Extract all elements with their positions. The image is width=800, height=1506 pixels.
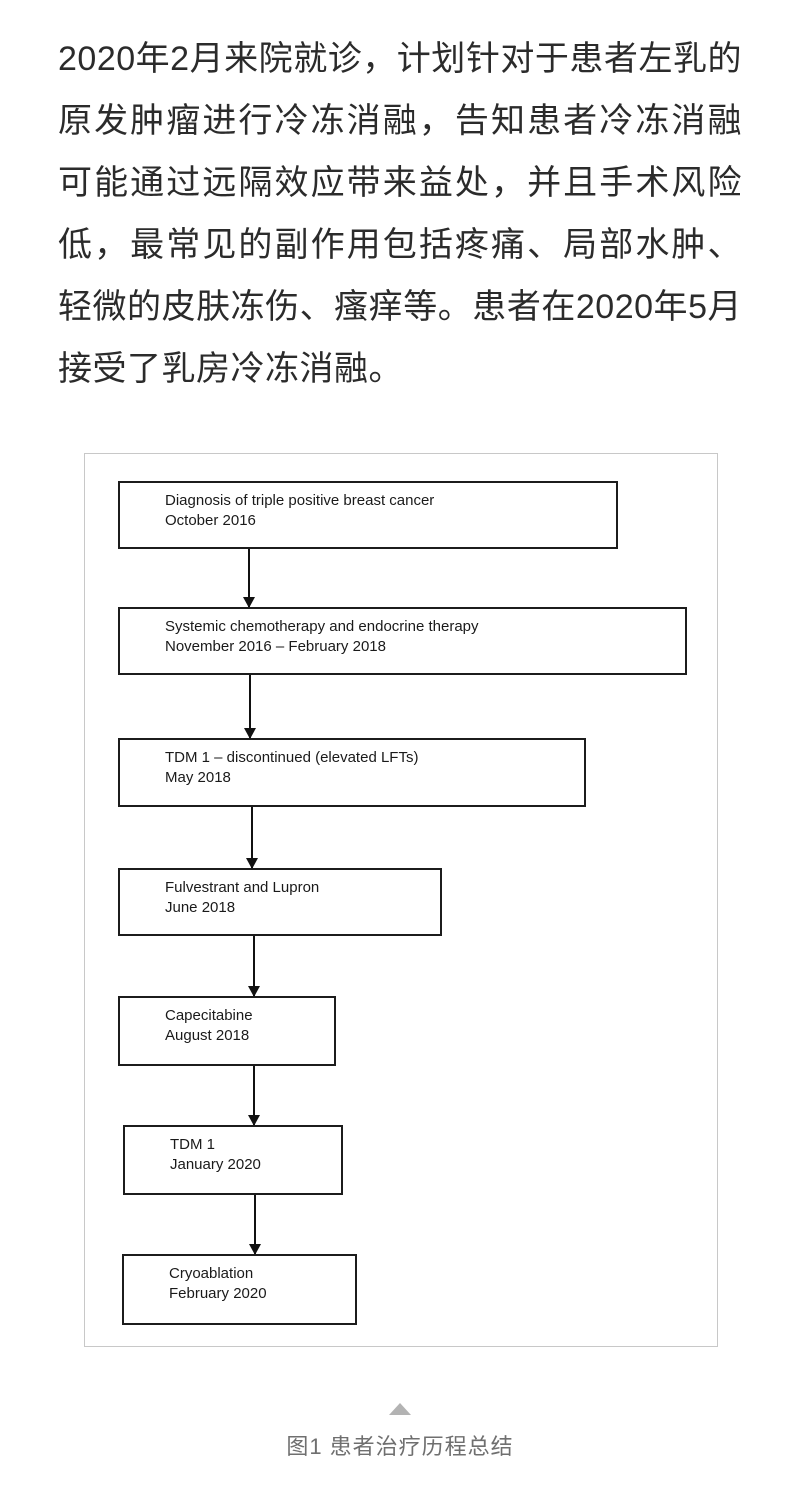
down-arrow-icon (248, 936, 260, 997)
flow-node-label: Cryoablation (169, 1265, 254, 1282)
flow-node-fulvestrant-lupron: Fulvestrant and Lupron June 2018 (118, 868, 442, 936)
flow-node-label: Fulvestrant and Lupron (165, 879, 320, 896)
figure-caption: 图1 患者治疗历程总结 (286, 1434, 514, 1459)
flow-node-label: TDM 1 (170, 1136, 215, 1153)
flow-node-date: February 2020 (169, 1285, 267, 1302)
flow-node-date: August 2018 (165, 1027, 250, 1044)
flow-node-date: June 2018 (165, 899, 236, 916)
down-arrow-icon (243, 549, 255, 608)
down-arrow-icon (248, 1066, 260, 1126)
flow-node-label: Diagnosis of triple positive breast canc… (165, 492, 435, 509)
flow-node-date: October 2016 (165, 512, 256, 529)
flow-node-tdm1: TDM 1 January 2020 (123, 1125, 343, 1195)
flow-node-systemic-therapy: Systemic chemotherapy and endocrine ther… (118, 607, 687, 675)
flow-node-cryoablation: Cryoablation February 2020 (122, 1254, 357, 1325)
figure-1-flowchart: Diagnosis of triple positive breast canc… (84, 453, 718, 1347)
flow-node-diagnosis: Diagnosis of triple positive breast canc… (118, 481, 618, 549)
down-arrow-icon (246, 807, 258, 869)
down-arrow-icon (244, 675, 256, 739)
flow-node-date: May 2018 (165, 769, 231, 786)
case-report-paragraph: 2020年2月来院就诊，计划针对于患者左乳的原发肿瘤进行冷冻消融，告知患者冷冻消… (58, 40, 742, 388)
flow-node-tdm1-discontinued: TDM 1 – discontinued (elevated LFTs) May… (118, 738, 586, 807)
down-arrow-icon (249, 1195, 261, 1255)
flow-node-label: Capecitabine (165, 1007, 253, 1024)
up-triangle-icon (389, 1403, 411, 1415)
flow-node-capecitabine: Capecitabine August 2018 (118, 996, 336, 1066)
figure-footer: 图1 患者治疗历程总结 (0, 1402, 800, 1461)
flow-node-label: TDM 1 – discontinued (elevated LFTs) (165, 749, 419, 766)
flow-node-label: Systemic chemotherapy and endocrine ther… (165, 618, 479, 635)
flow-node-date: January 2020 (170, 1156, 261, 1173)
flow-node-date: November 2016 – February 2018 (165, 638, 386, 655)
